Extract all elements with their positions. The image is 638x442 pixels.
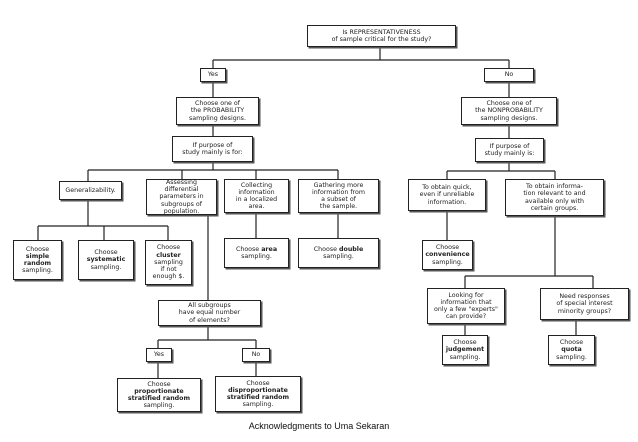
nonprobability-designs-box: Choose one of the NONPROBABILITY samplin…: [461, 97, 557, 125]
experts-question-text: Looking for information that only a few …: [434, 291, 498, 321]
generalizability-text: Generalizability.: [65, 186, 116, 194]
disproportionate-term: disproportionate stratified random: [226, 386, 290, 401]
quota-term: quota: [561, 346, 582, 354]
nonprobability-designs-text: Choose one of the NONPROBABILITY samplin…: [475, 100, 543, 122]
quota-post: sampling.: [556, 353, 587, 361]
assessing-box: Assessing differential parameters in sub…: [146, 179, 217, 215]
proportionate-pre: Choose: [147, 380, 171, 388]
gathering-box: Gathering more information from a subset…: [298, 179, 379, 213]
proportionate-post: sampling.: [143, 402, 175, 410]
disproportionate-post: sampling.: [242, 401, 274, 409]
relevant-info-box: To obtain informa- tion relevant to and …: [505, 179, 604, 216]
acknowledgment-caption: Acknowledgments to Uma Sekaran: [248, 421, 390, 431]
quick-info-box: To obtain quick, even if unreliable info…: [408, 179, 486, 211]
convenience-pre: Choose: [435, 244, 460, 252]
quota-pre: Choose: [559, 339, 584, 347]
yes-top-label: Yes: [207, 71, 219, 79]
judgement-pre: Choose: [453, 339, 477, 347]
no-top-label: No: [504, 71, 514, 79]
relevant-info-text: To obtain informa- tion relevant to and …: [523, 183, 586, 212]
collecting-box: Collecting information in a localized ar…: [224, 179, 289, 213]
area-post: sampling.: [241, 253, 272, 260]
root-question-text: Is REPRESENTATIVENESS of sample critical…: [331, 28, 432, 43]
disproportionate-box: Choose disproportionate stratified rando…: [215, 376, 301, 412]
simple-random-term: simple random: [23, 252, 52, 267]
quota-box: Choose quota sampling.: [548, 335, 595, 365]
area-term: area: [261, 245, 278, 253]
proportionate-box: Choose proportionate stratified random s…: [117, 378, 201, 412]
quick-info-text: To obtain quick, even if unreliable info…: [419, 184, 475, 206]
probability-designs-box: Choose one of the PROBABILITY sampling d…: [176, 97, 259, 125]
disproportionate-pre: Choose: [246, 379, 270, 387]
nonprobability-purpose-box: If purpose of study mainly is:: [475, 138, 544, 162]
double-term: double: [338, 245, 364, 253]
cluster-term: cluster: [156, 251, 181, 259]
probability-purpose-text: If purpose of study mainly is for:: [182, 141, 243, 156]
cluster-pre: Choose: [156, 244, 181, 252]
no-sub-box: No: [242, 348, 270, 362]
judgement-post: sampling.: [449, 353, 481, 361]
area-box: Choose area sampling.: [224, 238, 289, 268]
judgement-box: Choose judgement sampling.: [442, 335, 488, 365]
judgement-term: judgement: [445, 346, 485, 354]
root-question-box: Is REPRESENTATIVENESS of sample critical…: [307, 25, 456, 47]
yes-sub-label: Yes: [153, 351, 165, 359]
generalizability-box: Generalizability.: [59, 181, 122, 200]
systematic-post: sampling.: [90, 263, 122, 271]
special-interest-question-text: Need responses of special interest minor…: [556, 293, 613, 315]
assessing-text: Assessing differential parameters in sub…: [159, 179, 204, 215]
simple-random-post: sampling.: [22, 267, 53, 275]
experts-question-box: Looking for information that only a few …: [427, 288, 505, 324]
convenience-term: convenience: [425, 251, 470, 259]
equal-subgroups-question-text: All subgroups have equal number of eleme…: [178, 302, 241, 324]
yes-sub-box: Yes: [146, 348, 172, 362]
probability-purpose-box: If purpose of study mainly is for:: [172, 136, 253, 162]
cluster-box: Choose cluster sampling if not enough $.: [145, 240, 192, 285]
probability-designs-text: Choose one of the PROBABILITY sampling d…: [189, 100, 246, 122]
special-interest-question-box: Need responses of special interest minor…: [540, 288, 629, 320]
cluster-post: sampling if not enough $.: [152, 258, 185, 281]
convenience-box: Choose convenience sampling.: [422, 240, 473, 270]
no-sub-label: No: [251, 351, 261, 359]
gathering-text: Gathering more information from a subset…: [312, 181, 365, 211]
simple-random-pre: Choose: [25, 245, 50, 253]
double-box: Choose double sampling.: [298, 238, 379, 268]
double-post: sampling.: [323, 253, 354, 260]
proportionate-term: proportionate stratified random: [127, 387, 191, 402]
equal-subgroups-question-box: All subgroups have equal number of eleme…: [158, 300, 261, 326]
yes-top-box: Yes: [200, 68, 226, 82]
systematic-box: Choose systematic sampling.: [78, 240, 134, 280]
no-top-box: No: [484, 68, 534, 82]
collecting-text: Collecting information in a localized ar…: [235, 181, 278, 211]
convenience-post: sampling.: [432, 258, 463, 266]
nonprobability-purpose-text: If purpose of study mainly is:: [484, 142, 535, 157]
simple-random-box: Choose simple random sampling.: [13, 240, 62, 280]
systematic-pre: Choose: [94, 249, 118, 257]
systematic-term: systematic: [86, 256, 126, 264]
double-pre: Choose: [313, 245, 339, 253]
area-pre: Choose: [235, 245, 262, 253]
